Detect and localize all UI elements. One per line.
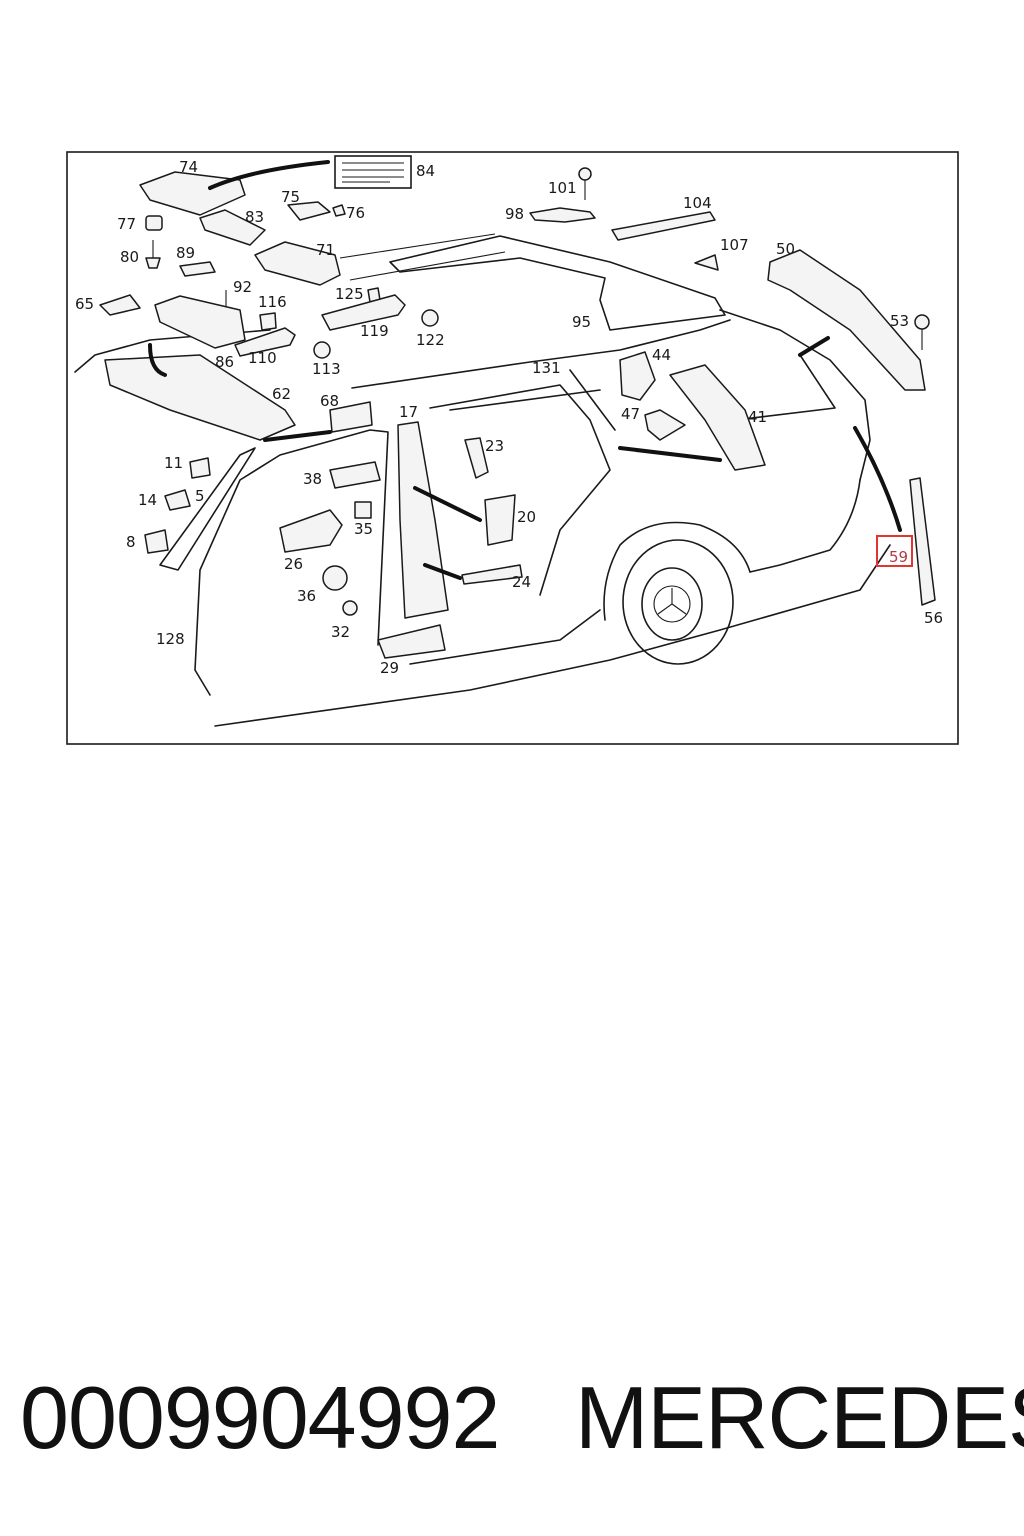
callout-label: 89 bbox=[176, 244, 195, 262]
car-body-outline bbox=[74, 233, 891, 727]
highlight-box bbox=[876, 535, 913, 567]
callout-label: 113 bbox=[312, 360, 341, 378]
callout-label: 26 bbox=[284, 555, 303, 573]
callout-label: 80 bbox=[120, 248, 139, 266]
callout-label: 14 bbox=[138, 491, 157, 509]
callout-label: 116 bbox=[258, 293, 287, 311]
callout-label: 20 bbox=[517, 508, 536, 526]
callout-label: 76 bbox=[346, 204, 365, 222]
callout-label: 122 bbox=[416, 331, 445, 349]
callout-label: 71 bbox=[316, 241, 335, 259]
callout-label: 125 bbox=[335, 285, 364, 303]
callout-label: 38 bbox=[303, 470, 322, 488]
callout-label: 44 bbox=[652, 346, 671, 364]
callout-label: 83 bbox=[245, 208, 264, 226]
highlighted-callout-label: 59 bbox=[889, 548, 908, 566]
callout-label: 56 bbox=[924, 609, 943, 627]
callout-label: 95 bbox=[572, 313, 591, 331]
callout-label: 5 bbox=[195, 487, 205, 505]
callout-label: 65 bbox=[75, 295, 94, 313]
callout-label: 101 bbox=[548, 179, 577, 197]
diagram-frame bbox=[66, 151, 959, 745]
callout-label: 110 bbox=[248, 349, 277, 367]
callout-label: 36 bbox=[297, 587, 316, 605]
callout-label: 86 bbox=[215, 353, 234, 371]
callout-label: 77 bbox=[117, 215, 136, 233]
callout-label: 84 bbox=[416, 162, 435, 180]
parts-illustrations bbox=[99, 155, 936, 696]
callout-label: 119 bbox=[360, 322, 389, 340]
callout-label: 68 bbox=[320, 392, 339, 410]
pointer-arrows bbox=[148, 160, 902, 580]
brand-name: MERCEDES bbox=[575, 1368, 1024, 1467]
callout-label: 11 bbox=[164, 454, 183, 472]
callout-label: 23 bbox=[485, 437, 504, 455]
callout-label: 74 bbox=[179, 158, 198, 176]
callout-label: 50 bbox=[776, 240, 795, 258]
callout-label: 8 bbox=[126, 533, 136, 551]
callout-label: 29 bbox=[380, 659, 399, 677]
callout-label: 47 bbox=[621, 405, 640, 423]
callout-label: 98 bbox=[505, 205, 524, 223]
callout-label: 32 bbox=[331, 623, 350, 641]
callout-labels: 74 84 101 98 104 77 83 75 76 71 80 89 10… bbox=[75, 158, 943, 677]
callout-label: 75 bbox=[281, 188, 300, 206]
callout-label: 62 bbox=[272, 385, 291, 403]
callout-label: 131 bbox=[532, 359, 561, 377]
callout-label: 24 bbox=[512, 573, 531, 591]
callout-label: 107 bbox=[720, 236, 749, 254]
callout-label: 104 bbox=[683, 194, 712, 212]
callout-label: 17 bbox=[399, 403, 418, 421]
callout-label: 35 bbox=[354, 520, 373, 538]
callout-label: 53 bbox=[890, 312, 909, 330]
callout-label: 41 bbox=[748, 408, 767, 426]
part-number: 0009904992 bbox=[20, 1368, 500, 1467]
callout-label: 128 bbox=[156, 630, 185, 648]
callout-label: 92 bbox=[233, 278, 252, 296]
